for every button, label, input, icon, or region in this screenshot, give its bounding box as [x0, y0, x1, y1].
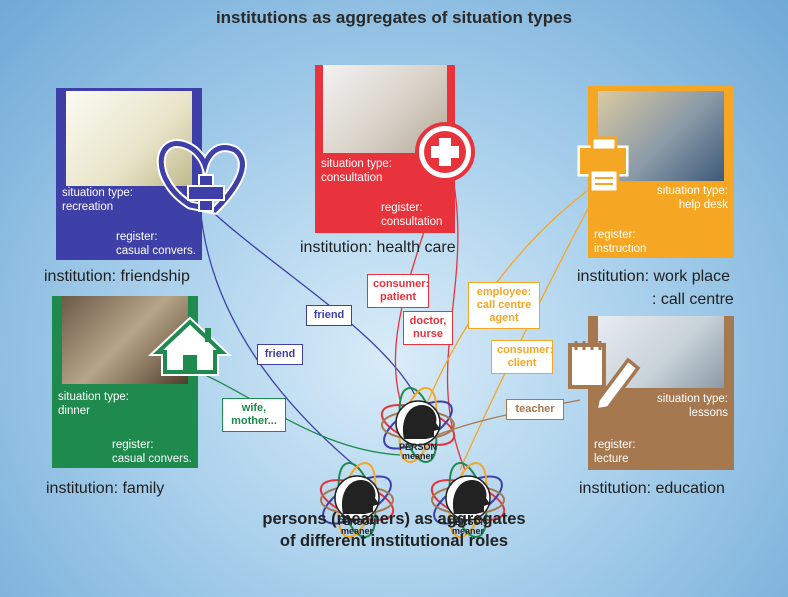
meaner-word: meaner: [451, 526, 485, 536]
diagram-footer: persons (meaners) as aggregates of diffe…: [0, 508, 788, 552]
person-meaner-2: PERSON meaner: [332, 518, 382, 536]
role-friend-2: friend: [257, 344, 303, 365]
role-consumer-client: consumer: client: [491, 340, 553, 374]
friendship-situation: situation type: recreation: [62, 187, 133, 213]
person-meaner-1: PERSON meaner: [393, 443, 443, 461]
meaner-word: meaner: [340, 526, 374, 536]
health-register: register: consultation: [381, 202, 443, 228]
friendship-photo: [66, 88, 192, 186]
person-word: PERSON: [398, 442, 437, 452]
health-institution-label: institution: health care: [300, 239, 456, 256]
health-photo: [323, 65, 447, 153]
work-register: register: instruction: [594, 229, 647, 255]
person-meaner-3: PERSON meaner: [443, 518, 493, 536]
diagram-title: institutions as aggregates of situation …: [215, 8, 573, 27]
education-photo: [598, 316, 724, 388]
education-situation: situation type: lessons: [657, 393, 728, 419]
person-word: PERSON: [337, 517, 376, 527]
health-situation: situation type: consultation: [321, 158, 392, 184]
work-card: situation type: help desk register: inst…: [588, 86, 734, 258]
education-register: register: lecture: [594, 439, 636, 465]
role-teacher: teacher: [506, 399, 564, 420]
family-institution-label: institution: family: [46, 480, 165, 497]
footer-line-2: of different institutional roles: [279, 532, 509, 550]
family-photo: [62, 296, 188, 384]
family-card: situation type: dinner register: casual …: [52, 296, 198, 468]
family-register: register: casual convers.: [112, 439, 192, 465]
friendship-institution-label: institution: friendship: [44, 268, 190, 285]
education-institution-label: institution: education: [579, 480, 725, 497]
role-consumer-patient: consumer: patient: [367, 274, 429, 308]
work-institution-label: institution: work place: [577, 268, 730, 285]
work-situation: situation type: help desk: [657, 185, 728, 211]
person-word: PERSON: [448, 517, 487, 527]
family-situation: situation type: dinner: [58, 391, 129, 417]
meaner-word: meaner: [401, 451, 435, 461]
footer-line-1: persons (meaners) as aggregates: [262, 510, 526, 528]
friendship-card: situation type: recreation register: cas…: [56, 88, 202, 260]
work-institution-sublabel: : call centre: [652, 291, 734, 308]
work-photo: [598, 91, 724, 181]
friendship-register: register: casual convers.: [116, 231, 196, 257]
role-friend-1: friend: [306, 305, 352, 326]
role-wife-mother: wife, mother...: [222, 398, 286, 432]
role-doctor-nurse: doctor, nurse: [403, 311, 453, 345]
role-employee-agent: employee: call centre agent: [468, 282, 540, 329]
health-card: situation type: consultation register: c…: [315, 65, 455, 233]
education-card: situation type: lessons register: lectur…: [588, 316, 734, 470]
